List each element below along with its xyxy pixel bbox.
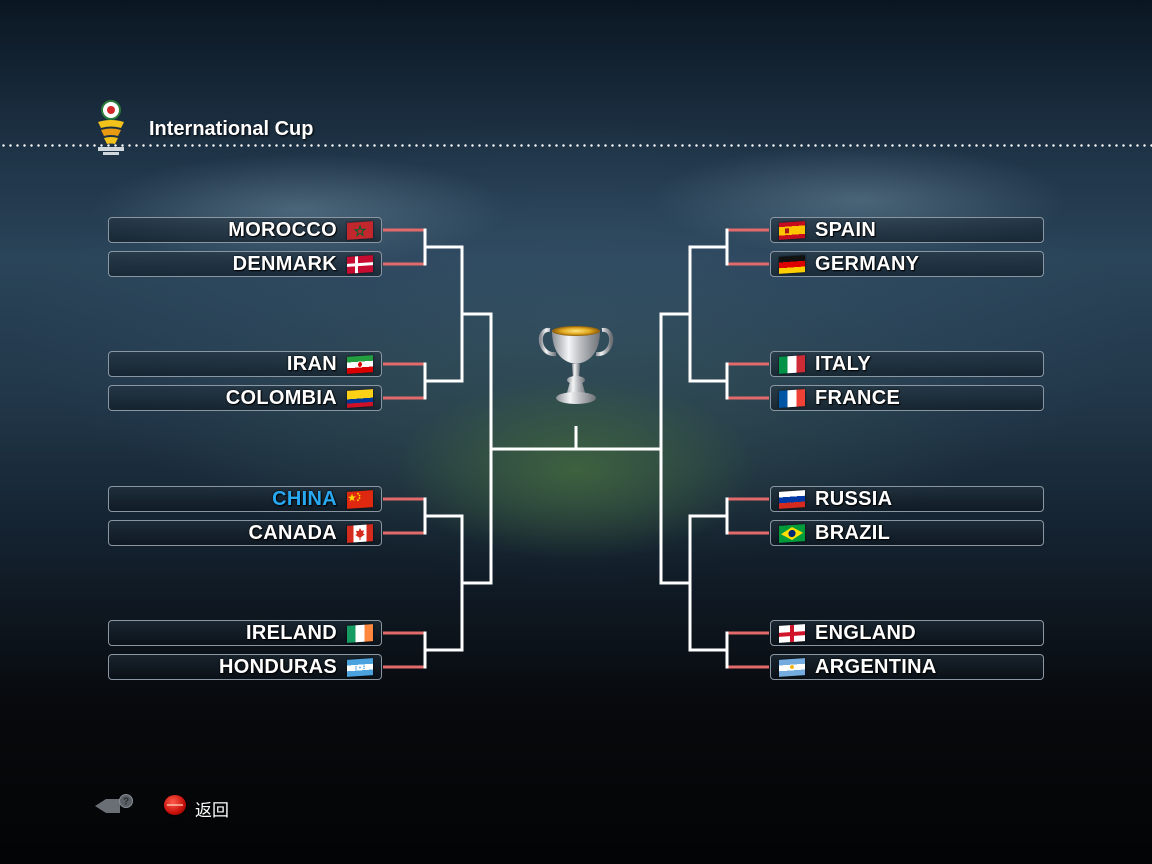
team-slot-spain[interactable]: SPAIN: [770, 217, 1044, 243]
international-cup-logo-icon: [98, 100, 124, 155]
team-slot-argentina[interactable]: ARGENTINA: [770, 654, 1044, 680]
team-slot-morocco[interactable]: MOROCCO: [108, 217, 382, 243]
team-slot-ireland[interactable]: IRELAND: [108, 620, 382, 646]
team-slot-france[interactable]: FRANCE: [770, 385, 1044, 411]
team-name: RUSSIA: [815, 487, 893, 510]
team-name: SPAIN: [815, 218, 877, 241]
team-name: MOROCCO: [228, 218, 337, 241]
team-slot-italy[interactable]: ITALY: [770, 351, 1044, 377]
team-slot-china[interactable]: CHINA: [108, 486, 382, 512]
team-name: ENGLAND: [815, 621, 916, 644]
first-round-connectors-left: [383, 228, 425, 669]
team-slot-colombia[interactable]: COLOMBIA: [108, 385, 382, 411]
team-name: COLOMBIA: [225, 386, 337, 409]
team-name: BRAZIL: [815, 521, 891, 544]
page-title: International Cup: [149, 118, 314, 140]
trophy-icon: [539, 326, 613, 404]
team-slot-england[interactable]: ENGLAND: [770, 620, 1044, 646]
team-slot-brazil[interactable]: BRAZIL: [770, 520, 1044, 546]
team-name: DENMARK: [232, 252, 337, 275]
team-name: IRAN: [286, 352, 337, 375]
team-slot-germany[interactable]: GERMANY: [770, 251, 1044, 277]
team-slot-denmark[interactable]: DENMARK: [108, 251, 382, 277]
team-name: FRANCE: [815, 386, 901, 409]
team-name: GERMANY: [815, 252, 920, 275]
flag-brazil-icon: [779, 523, 805, 543]
team-slot-honduras[interactable]: HONDURAS: [108, 654, 382, 680]
bracket-connectors-left: [423, 228, 578, 669]
team-name: CANADA: [248, 521, 337, 544]
team-name: HONDURAS: [219, 655, 337, 678]
back-button-icon[interactable]: [164, 795, 186, 815]
team-slot-canada[interactable]: CANADA: [108, 520, 382, 546]
team-name: ARGENTINA: [815, 655, 937, 678]
team-name: ITALY: [815, 352, 871, 375]
back-label[interactable]: 返回: [195, 801, 229, 820]
bracket-connectors-right: [574, 228, 729, 669]
team-name: IRELAND: [246, 621, 337, 644]
team-name-selected: CHINA: [272, 487, 337, 510]
flag-morocco-icon: [347, 220, 373, 240]
team-slot-russia[interactable]: RUSSIA: [770, 486, 1044, 512]
flag-china-icon: [347, 489, 373, 509]
first-round-connectors-right: [727, 228, 769, 669]
controller-help-icon: ?: [95, 794, 133, 813]
svg-text:?: ?: [123, 797, 129, 808]
header-divider: [0, 144, 1152, 147]
flag-canada-icon: [347, 523, 373, 543]
team-slot-iran[interactable]: IRAN: [108, 351, 382, 377]
flag-honduras-icon: [347, 657, 373, 677]
